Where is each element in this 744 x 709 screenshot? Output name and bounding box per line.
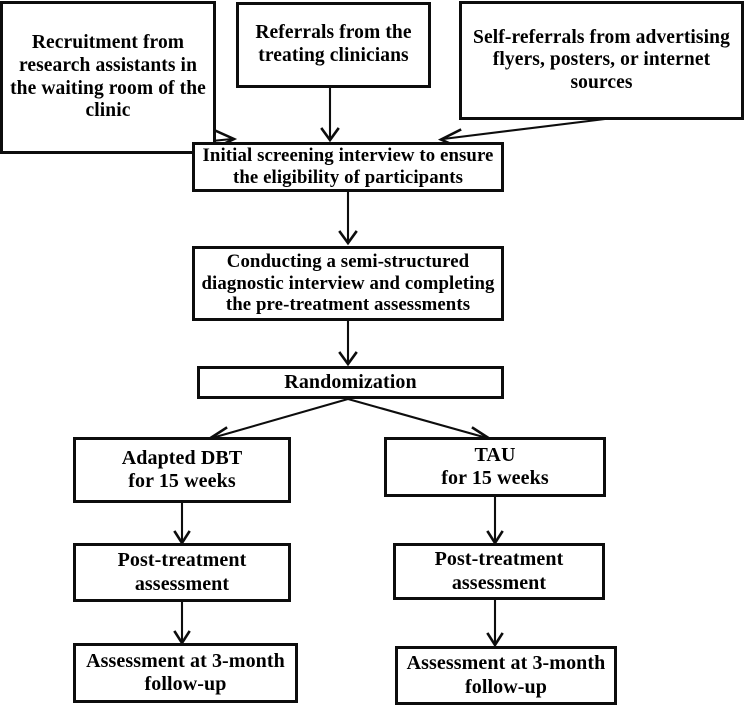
node-randomization[interactable]: Randomization bbox=[197, 366, 504, 399]
node-dbt-arm[interactable]: Adapted DBT for 15 weeks bbox=[73, 437, 291, 503]
node-dbt-followup[interactable]: Assessment at 3-month follow-up bbox=[73, 643, 298, 703]
line: diagnostic interview and completing bbox=[201, 272, 495, 294]
line: follow-up bbox=[464, 675, 548, 698]
arrowhead-screening bbox=[338, 230, 358, 246]
node-tau-post-treatment[interactable]: Post-treatment assessment bbox=[393, 543, 605, 600]
line: Initial screening interview to ensure bbox=[202, 145, 494, 167]
line: Recruitment from bbox=[31, 32, 185, 54]
line: follow-up bbox=[144, 673, 227, 695]
line: Assessment at 3-month bbox=[86, 649, 285, 672]
node-dbt-post-label: Post-treatment assessment bbox=[82, 549, 282, 595]
line: the pre-treatment assessments bbox=[225, 294, 471, 316]
node-referrals-label: Referrals from the treating clinicians bbox=[245, 22, 422, 67]
edge-randomization-to-tau bbox=[347, 397, 488, 440]
line: sources bbox=[570, 71, 633, 93]
line: for 15 weeks bbox=[441, 467, 549, 489]
node-tau-followup-label: Assessment at 3-month follow-up bbox=[404, 652, 608, 698]
line: for 15 weeks bbox=[128, 470, 236, 492]
arrowhead-referrals bbox=[320, 127, 340, 143]
arrowhead-dbt-post bbox=[173, 530, 191, 546]
line: Self-referrals from advertising bbox=[473, 26, 730, 48]
line: flyers, posters, or internet bbox=[492, 49, 711, 71]
node-diagnostic-label: Conducting a semi-structured diagnostic … bbox=[201, 251, 495, 316]
edge-randomization-to-dbt bbox=[211, 397, 349, 440]
line: Randomization bbox=[284, 370, 417, 393]
node-screening[interactable]: Initial screening interview to ensure th… bbox=[192, 142, 504, 192]
line: Conducting a semi-structured bbox=[226, 250, 470, 272]
line: TAU bbox=[474, 443, 516, 466]
arrowhead-diagnostic bbox=[338, 351, 358, 367]
line: Assessment at 3-month bbox=[406, 652, 606, 675]
node-tau-arm-label: TAU for 15 weeks bbox=[393, 444, 597, 490]
line: treating clinicians bbox=[258, 45, 409, 66]
node-diagnostic[interactable]: Conducting a semi-structured diagnostic … bbox=[192, 246, 504, 321]
node-dbt-arm-label: Adapted DBT for 15 weeks bbox=[82, 447, 282, 493]
node-randomization-label: Randomization bbox=[206, 371, 495, 394]
node-recruitment-label: Recruitment from research assistants in … bbox=[9, 32, 207, 122]
node-dbt-post-treatment[interactable]: Post-treatment assessment bbox=[73, 543, 291, 602]
line: clinic bbox=[85, 100, 131, 122]
arrowhead-tau-followup bbox=[486, 632, 504, 648]
node-tau-followup[interactable]: Assessment at 3-month follow-up bbox=[395, 646, 617, 705]
node-tau-post-label: Post-treatment assessment bbox=[402, 548, 596, 594]
arrowhead-dbt-followup bbox=[173, 630, 191, 646]
line: assessment bbox=[134, 572, 230, 595]
line: the waiting room of the bbox=[10, 77, 206, 99]
node-self-referrals[interactable]: Self-referrals from advertising flyers, … bbox=[459, 1, 744, 120]
node-dbt-followup-label: Assessment at 3-month follow-up bbox=[82, 650, 289, 696]
line: the eligibility of participants bbox=[232, 167, 464, 188]
node-tau-arm[interactable]: TAU for 15 weeks bbox=[384, 437, 606, 497]
edge-selfreferrals-to-screening bbox=[442, 117, 606, 141]
node-screening-label: Initial screening interview to ensure th… bbox=[201, 145, 495, 189]
line: assessment bbox=[451, 571, 547, 594]
node-recruitment[interactable]: Recruitment from research assistants in … bbox=[0, 1, 216, 154]
line: Referrals from the bbox=[255, 22, 412, 44]
line: research assistants in bbox=[18, 54, 198, 76]
node-self-referrals-label: Self-referrals from advertising flyers, … bbox=[468, 27, 735, 95]
line: Adapted DBT bbox=[121, 446, 243, 469]
node-referrals[interactable]: Referrals from the treating clinicians bbox=[236, 2, 431, 88]
arrowhead-tau-post bbox=[486, 530, 504, 546]
line: Post-treatment bbox=[434, 548, 564, 571]
line: Post-treatment bbox=[117, 549, 247, 572]
